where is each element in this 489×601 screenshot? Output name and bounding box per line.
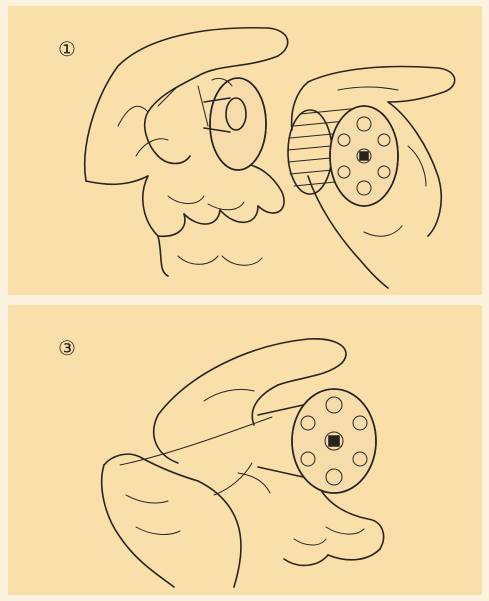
step-3-panel: ③	[8, 305, 482, 595]
thread-spool	[288, 106, 398, 206]
step-1-panel: ①	[8, 6, 482, 295]
lower-hand	[102, 454, 270, 587]
step-1-illustration	[8, 6, 482, 295]
bobbin-1	[198, 78, 266, 170]
step-3-illustration	[8, 305, 482, 595]
bobbin-3	[258, 389, 376, 493]
